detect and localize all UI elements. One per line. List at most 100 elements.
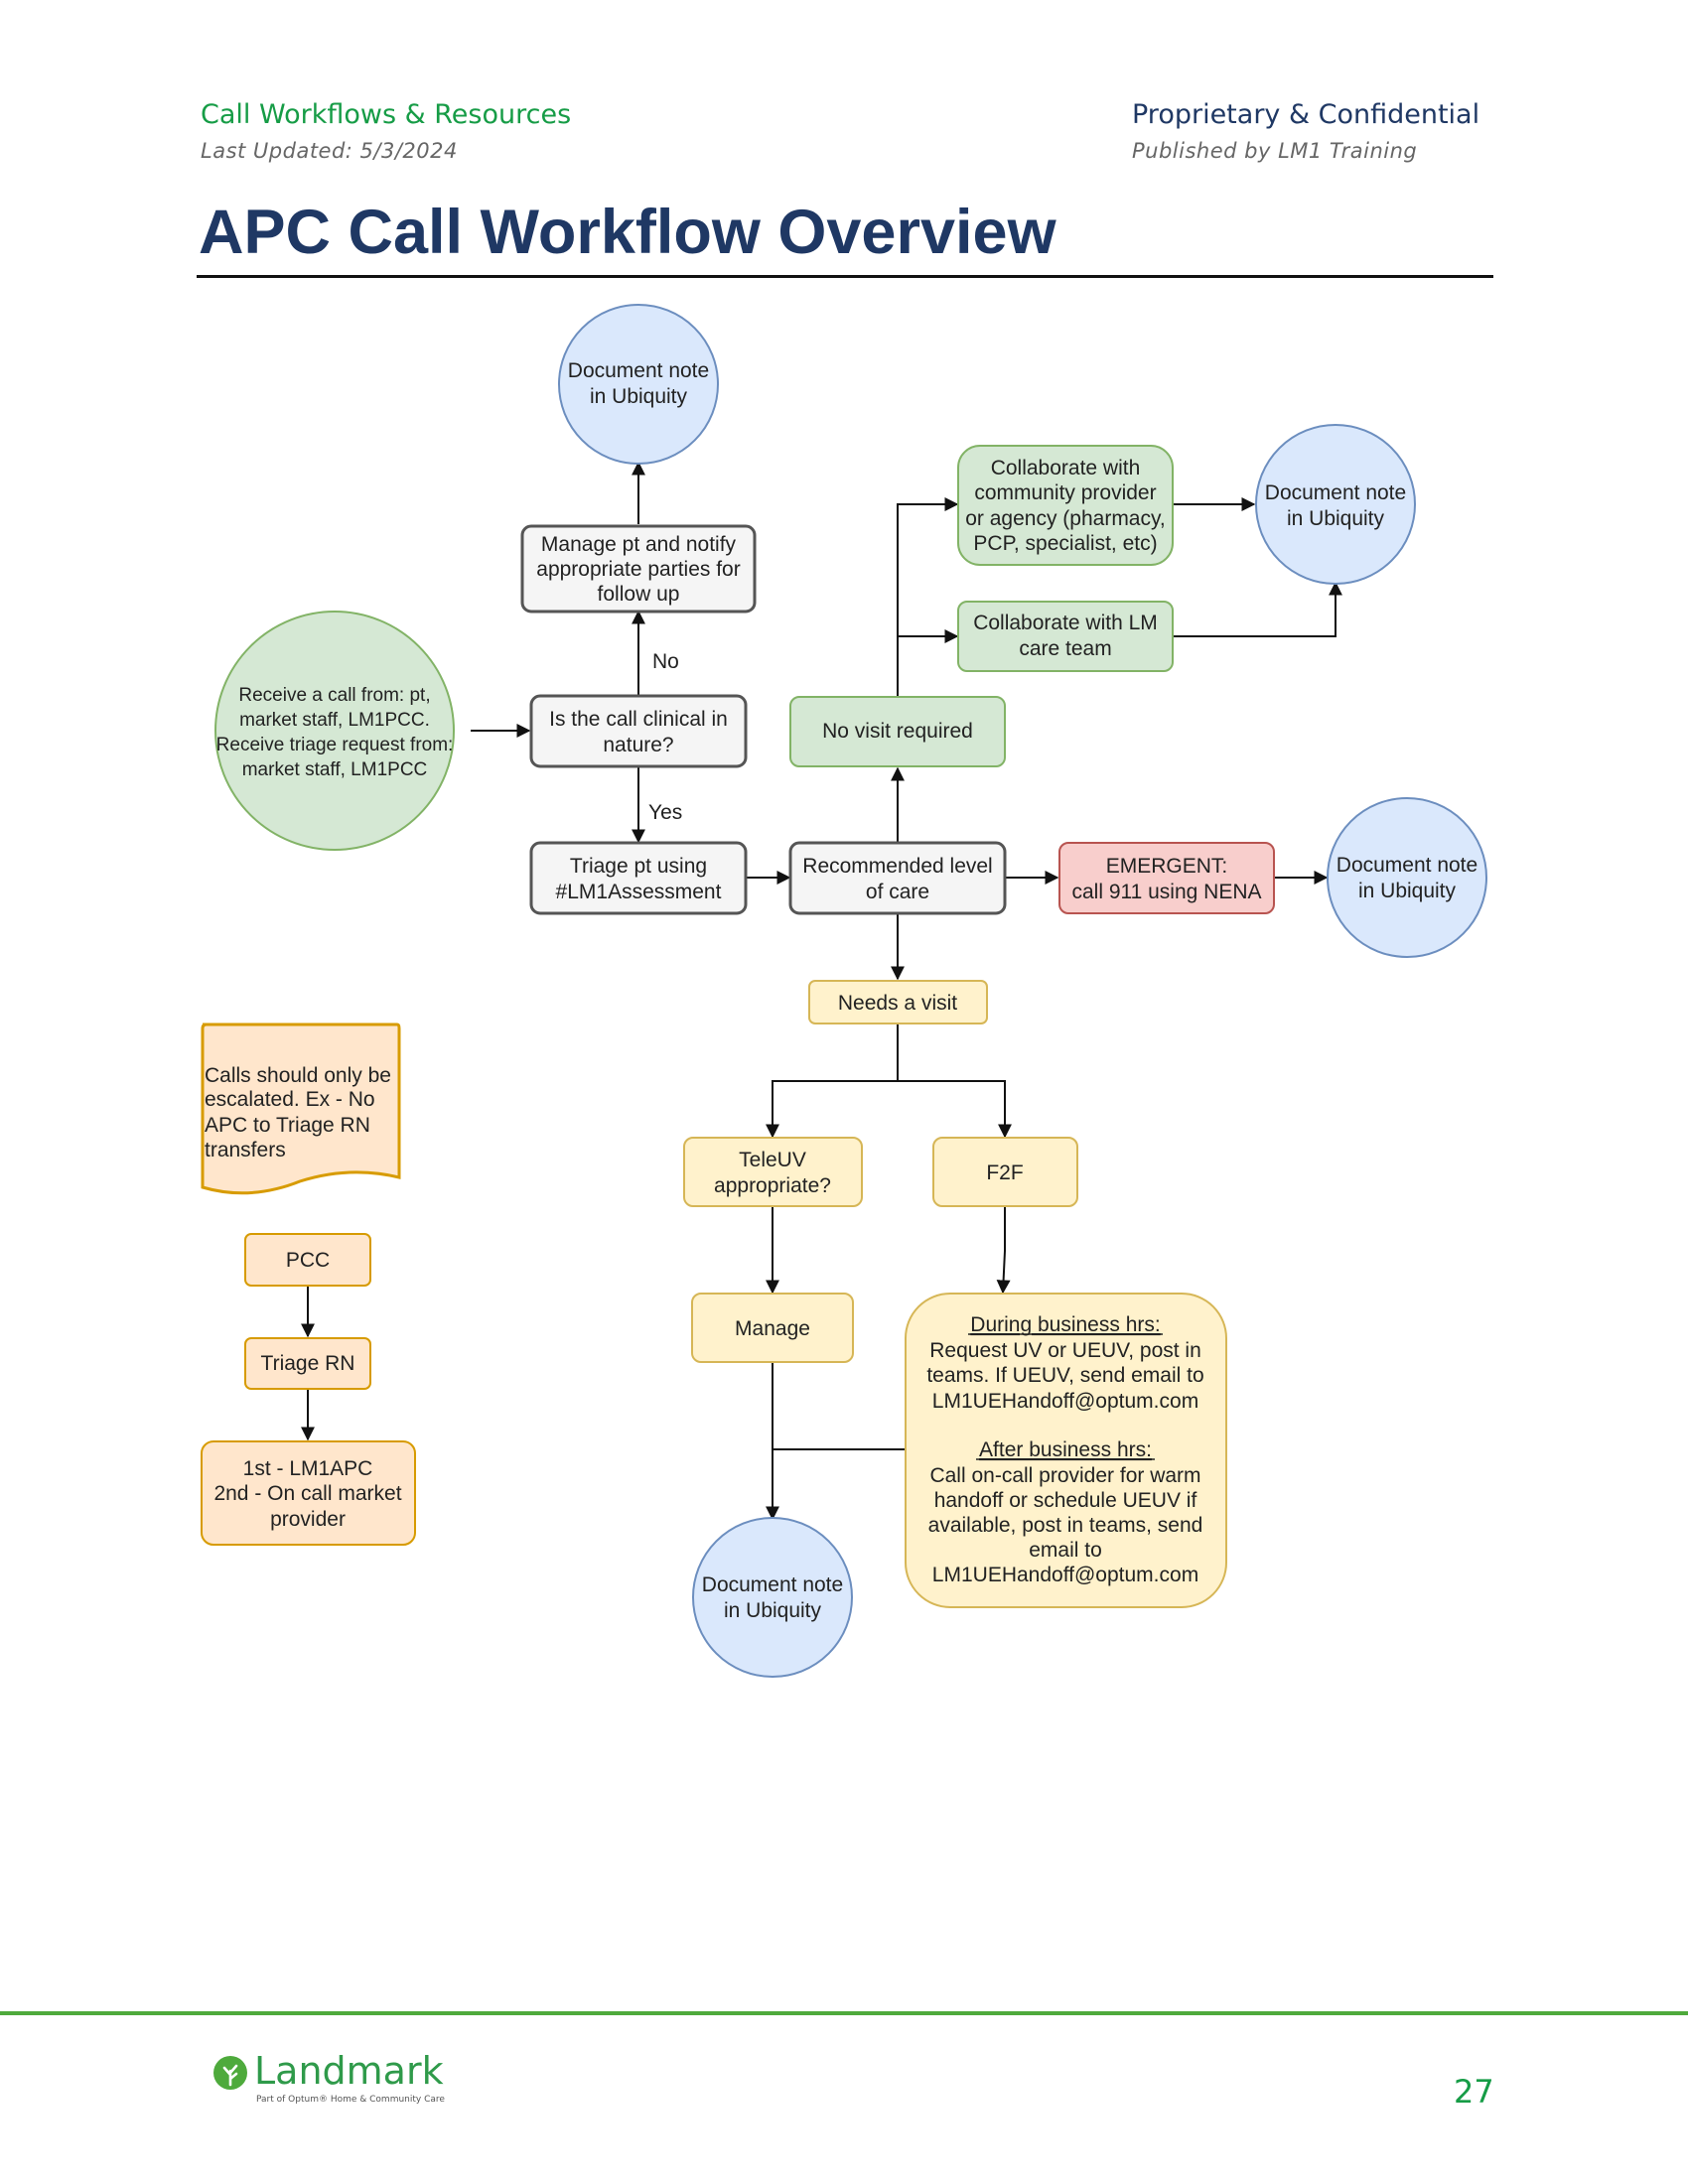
- is-clinical-shape: [529, 694, 748, 768]
- triage-rn-node: Triage RN: [244, 1337, 371, 1390]
- teleuv-shape: [683, 1137, 863, 1207]
- pcc-shape: [244, 1233, 371, 1287]
- recommended-line1: Recommended level: [802, 855, 992, 878]
- apc-order-node: 1st - LM1APC 2nd - On call market provid…: [201, 1440, 416, 1546]
- escalate-note-node: Calls should only be escalated. Ex - No …: [201, 1023, 401, 1195]
- manage-notify-line3: follow up: [598, 583, 680, 606]
- collab-community-shape: [957, 445, 1174, 566]
- edge-label-no: No: [652, 650, 679, 673]
- apc-order-line3: provider: [270, 1508, 346, 1531]
- apc-order-line2: 2nd - On call market: [213, 1482, 401, 1505]
- is-clinical-line2: nature?: [603, 734, 673, 756]
- manage-notify-line1: Manage pt and notify: [541, 533, 737, 556]
- doc-note-bottom-shape: [692, 1517, 853, 1678]
- emergent-line2: call 911 using NENA: [1071, 881, 1261, 903]
- emergent-shape: [1058, 842, 1275, 914]
- manage-notify-node: Manage pt and notify appropriate parties…: [520, 524, 757, 614]
- receive-call-line1: Receive a call from: pt,: [238, 685, 430, 706]
- needs-visit-label: Needs a visit: [838, 992, 957, 1015]
- logo-wordmark: Landmark: [254, 2049, 444, 2093]
- logo-tagline: Part of Optum® Home & Community Care: [256, 2095, 445, 2105]
- collab-lm-node: Collaborate with LM care team: [957, 601, 1174, 672]
- no-visit-label: No visit required: [822, 720, 973, 743]
- pcc-node: PCC: [244, 1233, 371, 1287]
- is-clinical-node: Is the call clinical in nature?: [529, 694, 748, 768]
- escalate-note-line2: escalated. Ex - No: [205, 1088, 375, 1111]
- triage-line2: #LM1Assessment: [556, 881, 722, 903]
- no-visit-node: No visit required: [789, 696, 1006, 767]
- header-left-title: Call Workflows & Resources: [201, 99, 572, 130]
- f2f-label: F2F: [986, 1161, 1023, 1184]
- f2f-shape: [932, 1137, 1078, 1207]
- during-hours-heading: During business hrs:: [970, 1313, 1160, 1336]
- recommended-node: Recommended level of care: [788, 841, 1007, 915]
- after-hours-line5: LM1UEHandoff@optum.com: [932, 1564, 1198, 1586]
- no-visit-shape: [789, 696, 1006, 767]
- during-hours-line3: LM1UEHandoff@optum.com: [932, 1390, 1198, 1413]
- doc-note-collab-shape: [1255, 424, 1416, 585]
- doc-note-top-line2: in Ubiquity: [590, 385, 688, 408]
- needs-visit-node: Needs a visit: [808, 980, 988, 1024]
- manage-label: Manage: [735, 1317, 810, 1340]
- f2f-node: F2F: [932, 1137, 1078, 1207]
- emergent-line1: EMERGENT:: [1106, 855, 1228, 878]
- needs-visit-shape: [808, 980, 988, 1024]
- triage-node: Triage pt using #LM1Assessment: [529, 841, 748, 915]
- triage-shape: [529, 841, 748, 915]
- manage-notify-shape: [520, 524, 757, 614]
- doc-note-emergent-shape: [1327, 797, 1487, 958]
- collab-community-line3: or agency (pharmacy,: [965, 507, 1166, 530]
- recommended-shape: [788, 841, 1007, 915]
- manage-notify-line2: appropriate parties for: [536, 558, 740, 581]
- title-divider: [197, 275, 1493, 278]
- edge-novisit-community: [897, 497, 959, 696]
- collab-lm-shape: [957, 601, 1174, 672]
- edge-lm-doc: [1174, 581, 1342, 637]
- collab-community-line1: Collaborate with: [991, 457, 1141, 479]
- after-hours-line4: email to: [1029, 1539, 1102, 1562]
- collab-lm-line2: care team: [1019, 637, 1111, 660]
- collab-community-node: Collaborate with community provider or a…: [957, 445, 1174, 566]
- edge-needsvisit-f2f: [898, 1080, 1012, 1139]
- business-hours-shape: [905, 1293, 1227, 1608]
- collab-community-line4: PCP, specialist, etc): [973, 532, 1157, 555]
- receive-call-node: Receive a call from: pt, market staff, L…: [214, 611, 455, 851]
- landmark-logo: Landmark Part of Optum® Home & Community…: [212, 2049, 451, 2113]
- emergent-node: EMERGENT: call 911 using NENA: [1058, 842, 1275, 914]
- doc-note-collab-line2: in Ubiquity: [1287, 507, 1385, 530]
- after-hours-line1: Call on-call provider for warm: [929, 1464, 1200, 1487]
- manage-node: Manage: [691, 1293, 854, 1363]
- triage-line1: Triage pt using: [570, 855, 707, 878]
- escalate-note-line1: Calls should only be: [205, 1064, 391, 1087]
- header-left-subtitle: Last Updated: 5/3/2024: [201, 139, 458, 163]
- escalate-note-line4: transfers: [205, 1139, 286, 1161]
- connectors: [301, 461, 1342, 1521]
- header-right-title: Proprietary & Confidential: [1132, 99, 1480, 130]
- after-hours-line2: handoff or schedule UEUV if: [934, 1489, 1197, 1512]
- doc-note-top-shape: [558, 304, 719, 465]
- apc-order-line1: 1st - LM1APC: [243, 1457, 373, 1480]
- doc-note-emergent-line2: in Ubiquity: [1358, 880, 1457, 902]
- doc-note-bottom-line2: in Ubiquity: [724, 1599, 822, 1622]
- page-number: 27: [1454, 2073, 1494, 2111]
- pcc-label: PCC: [286, 1249, 330, 1272]
- receive-call-shape: [214, 611, 455, 851]
- is-clinical-line1: Is the call clinical in: [549, 708, 728, 731]
- escalate-note-shape: [201, 1023, 401, 1195]
- doc-note-emergent: Document note in Ubiquity: [1327, 797, 1487, 958]
- collab-community-line2: community provider: [974, 481, 1156, 504]
- receive-call-line4: market staff, LM1PCC: [242, 759, 428, 780]
- doc-note-emergent-line1: Document note: [1336, 854, 1477, 877]
- during-hours-line1: Request UV or UEUV, post in: [929, 1339, 1201, 1362]
- doc-note-bottom: Document note in Ubiquity: [692, 1517, 853, 1678]
- doc-note-bottom-line1: Document note: [702, 1573, 843, 1596]
- manage-shape: [691, 1293, 854, 1363]
- doc-note-collab-line1: Document note: [1265, 481, 1406, 504]
- collab-lm-line1: Collaborate with LM: [973, 612, 1158, 634]
- receive-call-line2: market staff, LM1PCC.: [239, 710, 430, 731]
- doc-note-top: Document note in Ubiquity: [558, 304, 719, 465]
- during-hours-line2: teams. If UEUV, send email to: [926, 1364, 1203, 1387]
- teleuv-node: TeleUV appropriate?: [683, 1137, 863, 1207]
- edge-f2f-hours: [996, 1206, 1011, 1295]
